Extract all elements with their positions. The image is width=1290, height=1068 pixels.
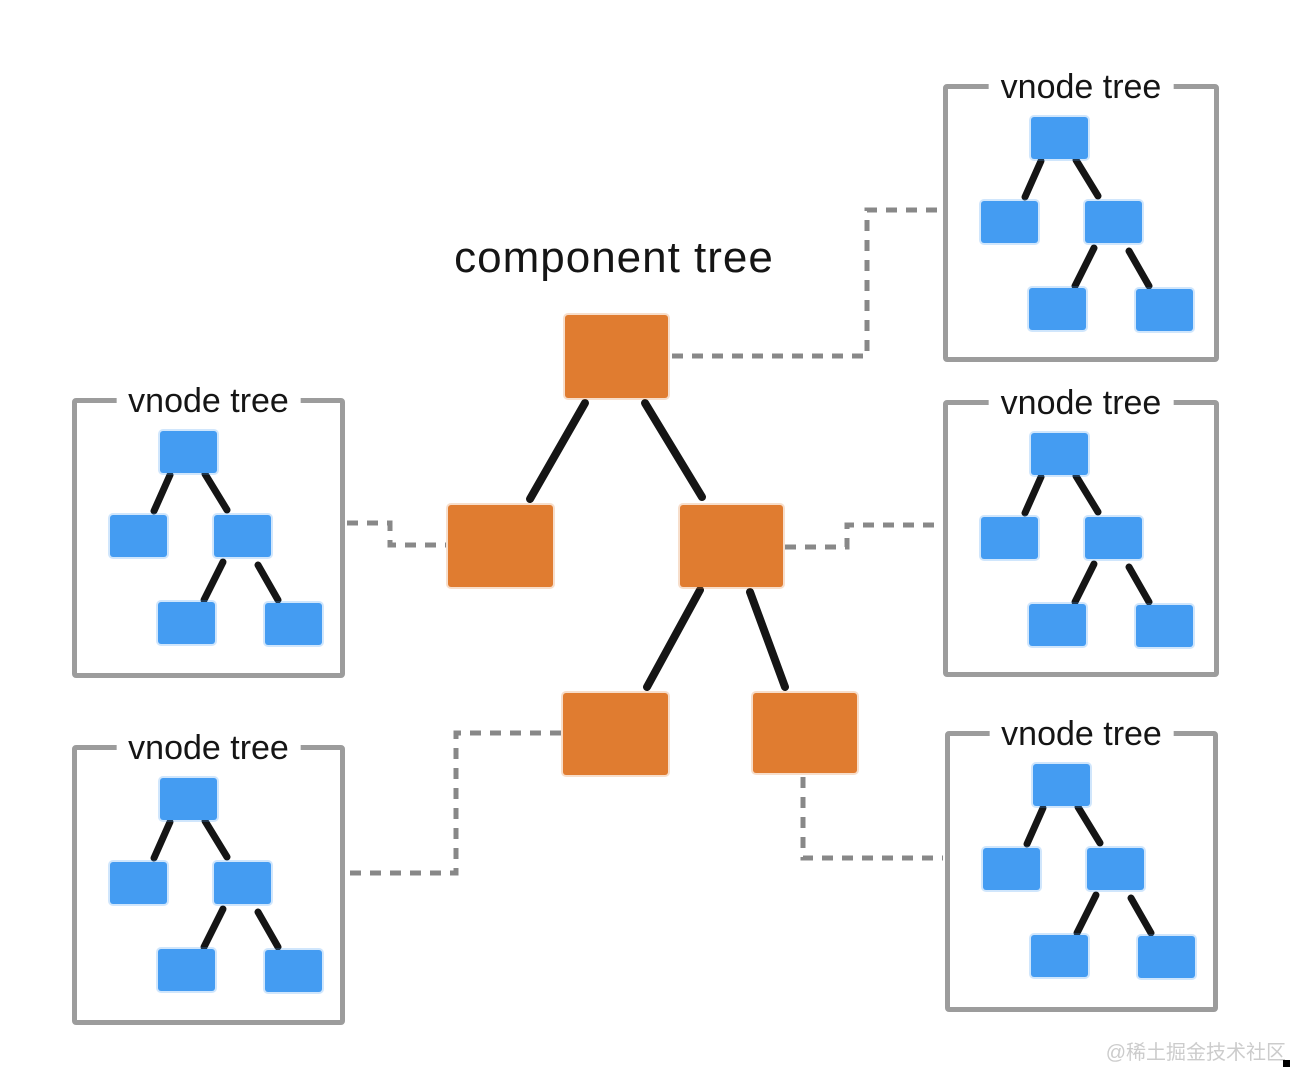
vnode-node-child-left <box>110 862 167 904</box>
vnode-node-grandchild-right <box>1136 289 1193 331</box>
vnode-tree-label: vnode tree <box>116 728 301 768</box>
link-grandchild-left-to-bottom-left-panel <box>347 730 561 876</box>
vnode-node-child-right <box>214 515 271 557</box>
corner-mark <box>1283 1060 1290 1067</box>
watermark: @稀土掘金技术社区 <box>1105 1042 1286 1064</box>
vnode-node-root <box>1031 117 1088 159</box>
vnode-node-grandchild-left <box>1029 288 1086 330</box>
vnode-node-child-left <box>981 517 1038 559</box>
vnode-node-child-left <box>981 201 1038 243</box>
vnode-node-grandchild-left <box>1031 935 1088 977</box>
vnode-node-grandchild-right <box>1136 605 1193 647</box>
vnode-node-grandchild-left <box>158 602 215 644</box>
vnode-node-root <box>160 778 217 820</box>
component-node-root <box>565 315 668 398</box>
vnode-node-child-left <box>110 515 167 557</box>
component-tree-edge <box>526 399 589 503</box>
component-node-grandchild-right <box>753 693 857 773</box>
component-node-grandchild-left <box>563 693 668 775</box>
link-root-to-top-right-panel <box>672 207 941 359</box>
vnode-panel-bottom-left: vnode tree <box>72 728 345 1025</box>
component-node-child-right <box>680 505 783 587</box>
component-node-child-left <box>448 505 553 587</box>
vnode-node-child-left <box>983 848 1040 890</box>
vnode-node-root <box>1031 433 1088 475</box>
vnode-node-grandchild-left <box>1029 604 1086 646</box>
link-grandchild-right-to-bottom-right-panel <box>800 777 943 861</box>
vnode-node-grandchild-right <box>265 950 322 992</box>
vnode-node-grandchild-left <box>158 949 215 991</box>
vnode-node-child-right <box>214 862 271 904</box>
vnode-panel-mid-left: vnode tree <box>72 381 345 678</box>
vnode-tree-label: vnode tree <box>116 381 301 421</box>
component-tree-edge <box>746 588 789 691</box>
vnode-panel-bottom-right: vnode tree <box>945 714 1218 1012</box>
component-tree-title: component tree <box>454 233 774 282</box>
vnode-node-child-right <box>1085 201 1142 243</box>
vnode-node-grandchild-right <box>1138 936 1195 978</box>
vnode-node-root <box>1033 764 1090 806</box>
component-tree-edge <box>643 586 704 691</box>
vnode-tree-label: vnode tree <box>989 714 1174 754</box>
component-tree-edge <box>641 399 706 501</box>
vnode-tree-label: vnode tree <box>988 67 1174 107</box>
vnode-panel-mid-right: vnode tree <box>943 383 1219 677</box>
link-child-right-to-mid-right-panel <box>785 522 941 550</box>
link-mid-left-panel-to-child-left <box>347 520 446 548</box>
vnode-panel-top-right: vnode tree <box>943 67 1219 362</box>
vnode-node-child-right <box>1087 848 1144 890</box>
vnode-node-child-right <box>1085 517 1142 559</box>
vnode-tree-label: vnode tree <box>988 383 1174 423</box>
vnode-node-root <box>160 431 217 473</box>
vnode-node-grandchild-right <box>265 603 322 645</box>
